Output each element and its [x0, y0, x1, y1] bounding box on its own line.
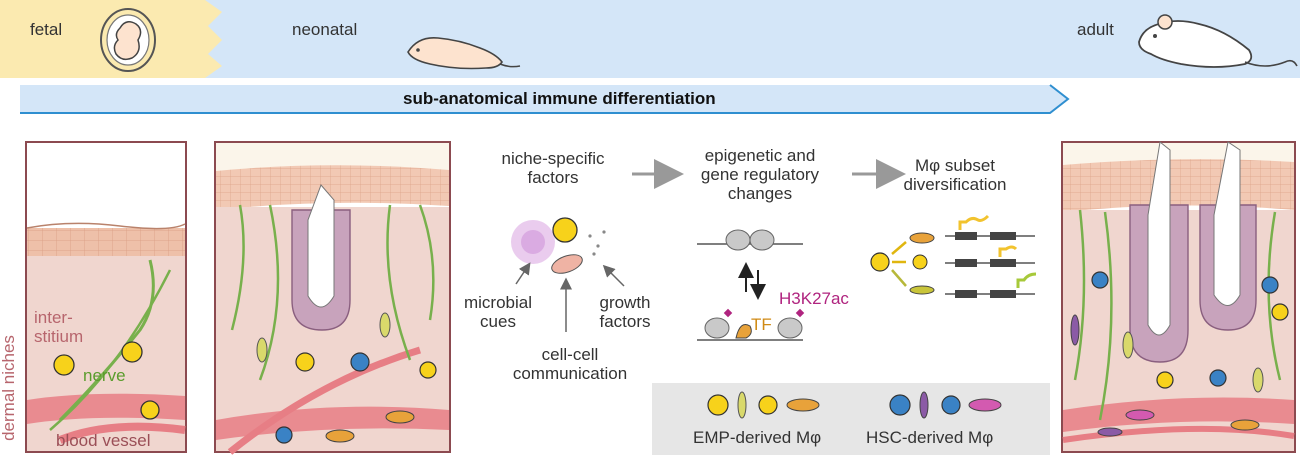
step2-label: epigenetic and gene regulatory changes — [680, 146, 840, 203]
step3-label: Mφ subset diversification — [880, 156, 1030, 194]
niche-factors-cluster — [511, 217, 606, 274]
stage-adult: adult — [1077, 20, 1114, 39]
neonatal-adult-band — [205, 0, 1300, 78]
legend-hsc-cells — [889, 391, 1002, 419]
growth-line1: growth — [599, 293, 651, 312]
h3k27ac-label: H3K27ac — [779, 289, 849, 308]
nerve-label: nerve — [83, 366, 126, 385]
panel-neonatal-dermis — [214, 141, 451, 455]
interstitium-line2: stitium — [34, 327, 84, 346]
step1-label: niche-specific factors — [478, 149, 628, 187]
subset-diversification — [870, 214, 1037, 298]
stage-fetal: fetal — [30, 20, 63, 39]
tf-label: TF — [751, 315, 772, 334]
nerve-shape — [58, 259, 155, 422]
neonatal-mouse-icon — [407, 36, 521, 70]
process-diagram — [511, 159, 1050, 455]
cellcell-line1: cell-cell — [541, 345, 599, 364]
step2-line3: changes — [727, 184, 793, 203]
microbial-line2: cues — [480, 312, 516, 331]
growth-factors-label: growth factors — [580, 293, 670, 331]
legend-hsc-label: HSC-derived Mφ — [866, 428, 994, 447]
differentiation-arrow — [20, 84, 1070, 114]
panel-fetal-dermis — [25, 141, 187, 453]
legend-emp-label: EMP-derived Mφ — [693, 428, 822, 447]
emp-macrophage-cell — [121, 341, 143, 363]
blood-vessel-label: blood vessel — [56, 431, 151, 450]
microbial-cues-label: microbial cues — [453, 293, 543, 331]
microbial-line1: microbial — [463, 293, 533, 312]
step3-line2: diversification — [903, 175, 1007, 194]
growth-line2: factors — [599, 312, 651, 331]
dermal-niches-label: dermal niches — [0, 335, 18, 441]
emp-macrophage-cell — [53, 354, 75, 376]
chromatin-closed — [697, 229, 803, 251]
emp-macrophage-cell — [140, 400, 160, 420]
legend-emp-cells — [707, 391, 820, 419]
fetus-icon — [100, 8, 156, 72]
cellcell-line2: communication — [512, 364, 628, 383]
step2-line2: gene regulatory — [700, 165, 820, 184]
panel-adult-dermis — [1061, 141, 1296, 453]
step1-line1: niche-specific — [501, 149, 605, 168]
adult-mouse-icon — [1138, 14, 1298, 68]
step3-line1: Mφ subset — [915, 156, 995, 175]
cell-cell-label: cell-cell communication — [490, 345, 650, 383]
interstitium-label: inter- stitium — [34, 308, 83, 346]
step1-line2: factors — [527, 168, 579, 187]
stage-neonatal: neonatal — [292, 20, 358, 39]
step2-line1: epigenetic and — [704, 146, 816, 165]
interstitium-line1: inter- — [34, 308, 73, 327]
arrow-label: sub-anatomical immune differentiation — [403, 89, 716, 108]
chromatin-open — [697, 308, 805, 341]
